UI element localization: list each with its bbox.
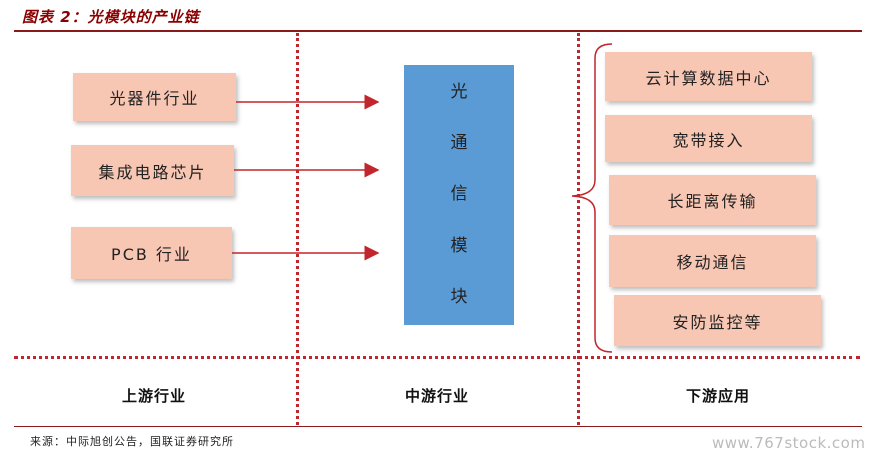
downstream-box-broadband: 宽带接入: [605, 115, 812, 162]
downstream-box-mobile: 移动通信: [609, 235, 816, 287]
separator-left: [296, 33, 299, 425]
center-char: 通: [450, 133, 468, 153]
center-char: 信: [450, 184, 468, 204]
center-char: 块: [450, 287, 468, 307]
upstream-box-optical-devices: 光器件行业: [73, 73, 236, 121]
downstream-box-label: 长距离传输: [667, 192, 758, 211]
separator-right: [577, 33, 580, 425]
downstream-box-cloud-datacenter: 云计算数据中心: [605, 52, 812, 101]
midstream-label: 中游行业: [405, 387, 470, 405]
downstream-label: 下游应用: [686, 387, 751, 405]
top-rule: [14, 30, 862, 32]
downstream-box-label: 云计算数据中心: [645, 68, 772, 88]
bottom-rule: [14, 426, 862, 427]
upstream-box-label: 光器件行业: [109, 89, 200, 108]
section-divider: [14, 356, 860, 359]
downstream-box-label: 宽带接入: [672, 130, 745, 150]
source-note: 来源：中际旭创公告，国联证券研究所: [30, 435, 234, 448]
upstream-box-label: PCB 行业: [111, 245, 192, 264]
center-char: 光: [450, 82, 468, 102]
center-char: 模: [450, 236, 468, 256]
upstream-box-pcb: PCB 行业: [71, 227, 232, 279]
watermark: www.767stock.com: [712, 434, 866, 452]
upstream-box-label: 集成电路芯片: [98, 162, 207, 182]
optical-module-box: 光 通 信 模 块: [404, 65, 514, 325]
downstream-box-label: 安防监控等: [672, 312, 763, 332]
figure-title: 图表 2：光模块的产业链: [22, 8, 200, 26]
downstream-box-security: 安防监控等: [614, 295, 821, 346]
upstream-box-ic-chips: 集成电路芯片: [71, 145, 234, 196]
upstream-label: 上游行业: [122, 387, 187, 405]
downstream-box-long-distance: 长距离传输: [609, 175, 816, 225]
downstream-box-label: 移动通信: [676, 253, 749, 272]
curly-bracket: [571, 43, 613, 353]
